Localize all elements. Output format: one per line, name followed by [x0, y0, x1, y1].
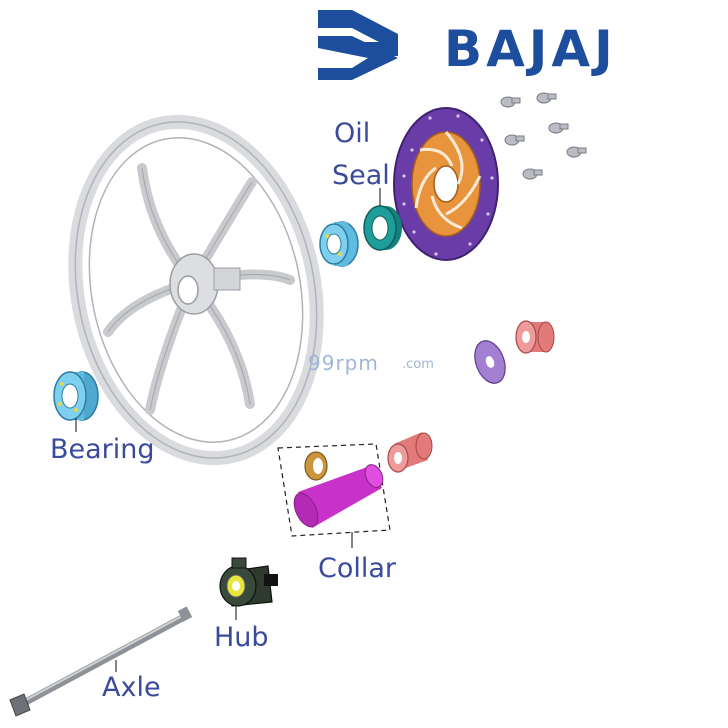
bolt — [500, 96, 521, 108]
watermark-text: 99rpm — [308, 351, 379, 375]
bearing-label: Bearing — [50, 434, 155, 465]
right-bearing — [319, 221, 359, 267]
collar-tube — [293, 464, 384, 528]
watermark-suffix: .com — [402, 357, 434, 372]
axle-label: Axle — [102, 672, 161, 703]
wheel-rim — [68, 114, 324, 466]
bajaj-emblem-mid — [318, 36, 398, 80]
hub-label: Hub — [214, 622, 269, 653]
collar-group-box — [277, 443, 391, 537]
collar-label: Collar — [318, 553, 397, 584]
bolt — [566, 146, 587, 158]
axle — [9, 606, 193, 717]
oil-seal — [363, 205, 402, 251]
bajaj-emblem-bottom — [354, 42, 398, 56]
speedo-hub — [219, 557, 278, 607]
bolt — [522, 168, 543, 180]
oil-seal-label-line2: Seal — [332, 160, 390, 191]
collar-ring — [304, 451, 328, 481]
distance-spacer — [515, 320, 555, 354]
brake-disc-center — [433, 165, 459, 203]
sleeve — [387, 432, 433, 473]
bolt — [536, 92, 557, 104]
brake-disc — [393, 107, 499, 261]
bajaj-wordmark: BAJAJ — [444, 20, 617, 78]
bolt — [548, 122, 569, 134]
washer — [474, 340, 506, 384]
bajaj-logo: BAJAJ — [318, 10, 617, 80]
brake-disc-holes — [402, 114, 494, 256]
brake-disc-spokes — [414, 131, 482, 230]
oil-seal-label-line1: Oil — [334, 118, 370, 149]
wheel-hub — [169, 253, 241, 315]
bajaj-emblem-top — [318, 10, 398, 52]
left-bearing — [53, 371, 99, 421]
bolt — [504, 134, 525, 146]
disc-bolts — [500, 92, 587, 180]
